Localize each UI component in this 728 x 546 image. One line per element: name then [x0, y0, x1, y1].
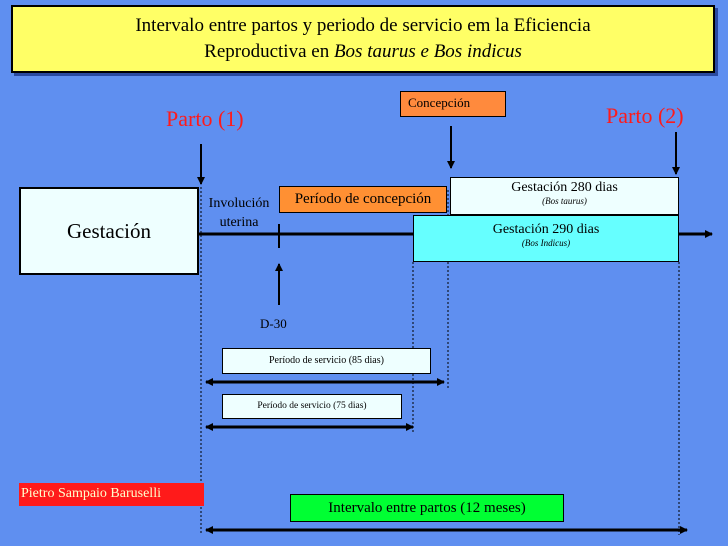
- label-parto-2: Parto (2): [606, 103, 684, 128]
- involucion-line-2: uterina: [219, 215, 259, 230]
- gestacion-box: Gestación: [19, 187, 199, 275]
- intervalo-box: Intervalo entre partos (12 meses): [290, 494, 564, 522]
- page-title: Intervalo entre partos y periodo de serv…: [11, 5, 715, 73]
- gestacion-290-sub: (Bos Indicus): [521, 238, 571, 248]
- gestacion-290-box: Gestación 290 dias (Bos Indicus): [413, 215, 679, 262]
- involucion-uterina-label: Involución uterina: [199, 194, 279, 232]
- label-parto-1: Parto (1): [166, 106, 244, 131]
- gestacion-label: Gestación: [67, 218, 151, 243]
- servicio-85-box: Período de servicio (85 dias): [222, 348, 431, 374]
- title-line-1: Intervalo entre partos y periodo de serv…: [135, 15, 591, 36]
- periodo-concepcion-box: Período de concepción: [279, 186, 447, 213]
- author-label: Pietro Sampaio Baruselli: [19, 483, 204, 506]
- label-d30: D-30: [260, 316, 287, 331]
- gestacion-290-label: Gestación 290 dias: [492, 222, 600, 237]
- title-line-2-species: Bos taurus e Bos indicus: [333, 41, 522, 62]
- gestacion-280-label: Gestación 280 dias: [511, 180, 618, 195]
- involucion-line-1: Involución: [208, 196, 270, 211]
- label-concepcion: Concepción: [400, 91, 506, 117]
- servicio-75-box: Período de servicio (75 dias): [222, 394, 402, 419]
- gestacion-280-box: Gestación 280 dias (Bos taurus): [450, 177, 679, 215]
- gestacion-280-sub: (Bos taurus): [542, 196, 587, 206]
- title-line-2: Reproductiva en Bos taurus e Bos indicus: [13, 39, 713, 65]
- title-line-2-prefix: Reproductiva en: [204, 41, 334, 62]
